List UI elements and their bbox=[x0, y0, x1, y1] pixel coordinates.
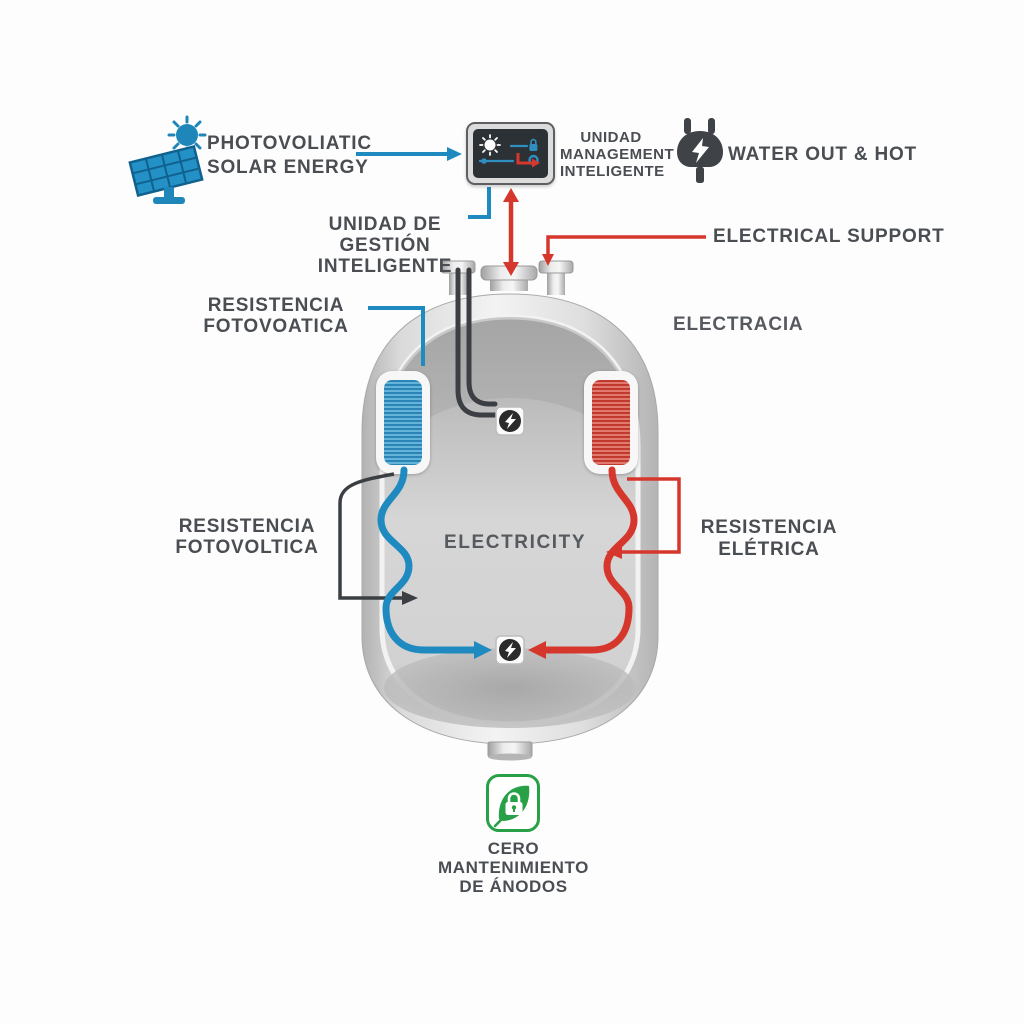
lightning-connector-bottom-icon bbox=[495, 635, 525, 665]
label-resistencia-fotovoatica: RESISTENCIA FOTOVOATICA bbox=[183, 295, 369, 337]
lightning-connector-top-icon bbox=[495, 406, 525, 436]
label-electrical-support: ELECTRICAL SUPPORT bbox=[713, 226, 945, 247]
red-squiggle-wire bbox=[528, 466, 638, 659]
label-cero-mantenimiento: CERO MANTENIMIENTO DE ÁNODOS bbox=[426, 839, 601, 896]
label-line: ELÉTRICA bbox=[718, 539, 820, 560]
solar-panel-icon bbox=[128, 115, 207, 204]
tank-inner-top-shadow bbox=[382, 317, 638, 452]
red-coil bbox=[592, 380, 630, 465]
label-line: MANAGEMENT bbox=[560, 146, 675, 163]
line-unit-tank-double-arrow bbox=[503, 188, 519, 276]
smart-control-unit bbox=[466, 122, 555, 185]
label-water-out-hot: WATER OUT & HOT bbox=[728, 144, 917, 165]
line-solar-to-unit bbox=[356, 147, 462, 161]
label-line: MANTENIMIENTO bbox=[437, 858, 590, 877]
label-line: RESISTENCIA bbox=[207, 295, 345, 316]
line-res-foto-mid bbox=[338, 472, 418, 605]
label-line: FOTOVOATICA bbox=[203, 316, 349, 337]
control-screen-graphics bbox=[478, 134, 540, 168]
tank-inner-bottom-bowl bbox=[384, 648, 636, 728]
label-line: SOLAR ENERGY bbox=[207, 157, 369, 178]
label-resistencia-fotovoltica: RESISTENCIA FOTOVOLTICA bbox=[156, 516, 338, 558]
control-screen bbox=[473, 129, 548, 178]
label-line: UNIDAD DE GESTIÓN bbox=[328, 214, 442, 256]
label-line: INTELIGENTE bbox=[317, 256, 453, 277]
power-plug-icon bbox=[677, 118, 723, 183]
blue-squiggle-wire bbox=[377, 466, 492, 659]
tank-bottom-nozzle bbox=[487, 741, 533, 761]
label-line: INTELIGENTE bbox=[560, 163, 665, 180]
electric-resistor-element bbox=[584, 371, 638, 474]
label-line: PHOTOVOLIATIC bbox=[207, 133, 372, 154]
line-unit-to-gestion-label bbox=[468, 187, 491, 219]
label-electricity: ELECTRICITY bbox=[444, 532, 587, 553]
label-line: DE ÁNODOS bbox=[459, 877, 568, 896]
label-resistencia-eletrica: RESISTENCIA ELÉTRICA bbox=[696, 517, 842, 561]
dark-pipes bbox=[455, 267, 498, 418]
label-photovoltaic-solar-energy: PHOTOVOLIATIC SOLAR ENERGY bbox=[207, 132, 372, 180]
label-electracia: ELECTRACIA bbox=[673, 314, 804, 335]
line-electrical-support bbox=[542, 235, 706, 266]
label-unidad-gestion: UNIDAD DE GESTIÓN INTELIGENTE bbox=[283, 214, 487, 277]
photovoltaic-resistor-element bbox=[376, 371, 430, 474]
label-line: CERO bbox=[487, 839, 540, 858]
label-line: RESISTENCIA bbox=[700, 517, 838, 538]
leaf-padlock-icon bbox=[486, 774, 540, 832]
label-unidad-management: UNIDAD MANAGEMENT INTELIGENTE bbox=[560, 129, 675, 180]
label-line: RESISTENCIA bbox=[178, 516, 316, 537]
line-res-foto-top bbox=[368, 306, 425, 366]
label-line: UNIDAD bbox=[580, 129, 642, 146]
label-line: FOTOVOLTICA bbox=[175, 537, 319, 558]
blue-coil bbox=[384, 380, 422, 465]
